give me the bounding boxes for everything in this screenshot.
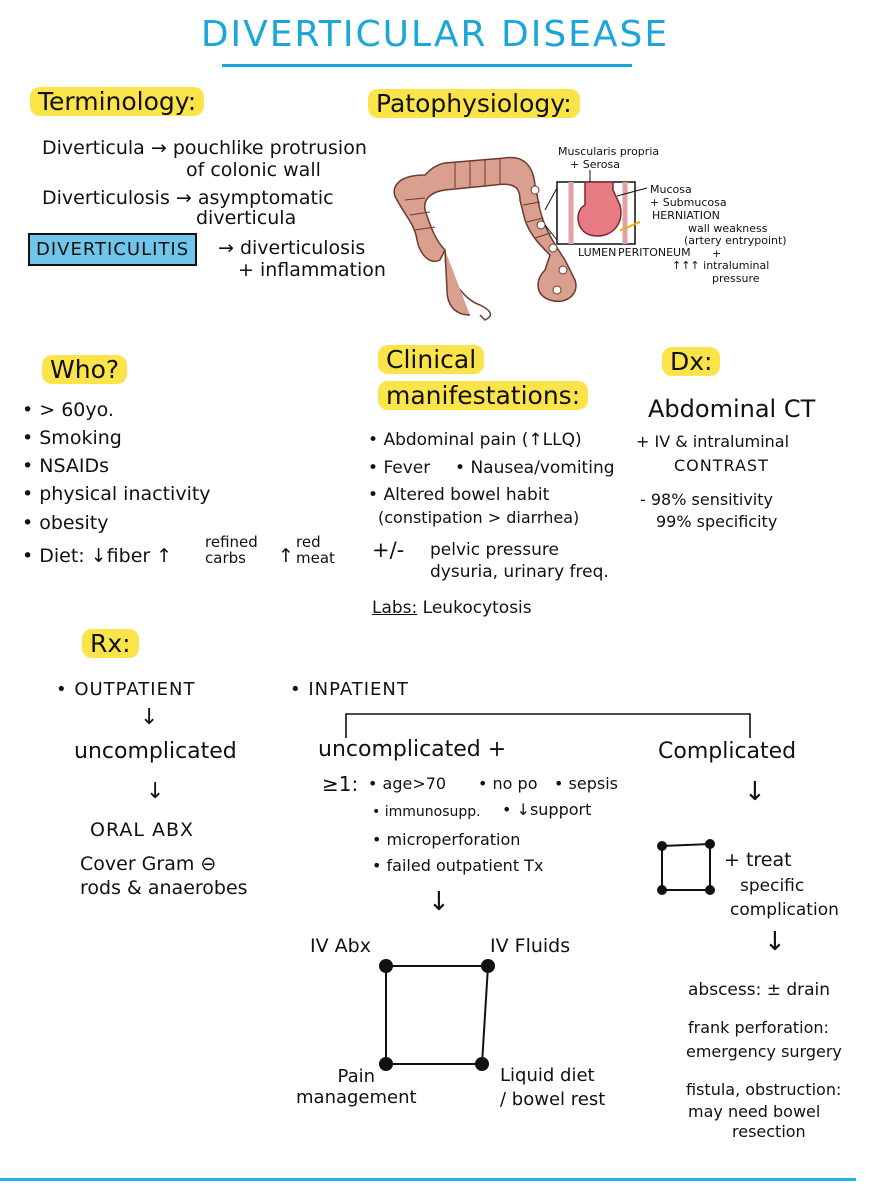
down-arrow-icon: ↓ xyxy=(428,887,450,917)
clinical-pm-line2: dysuria, urinary freq. xyxy=(430,562,609,582)
square-iv-abx: IV Abx xyxy=(310,935,371,957)
diverticula-dots xyxy=(530,185,568,295)
label-pressure: ↑↑↑ intraluminal xyxy=(672,259,770,272)
who-diet: Diet: ↓fiber ↑ xyxy=(22,544,172,568)
rx-heading: Rx: xyxy=(82,628,139,660)
term-diverticula-def2: of colonic wall xyxy=(186,159,321,181)
complicated-treat: + treat xyxy=(724,849,792,871)
label-herniation: HERNIATION xyxy=(652,209,720,222)
inpatient-criterion: sepsis xyxy=(554,772,618,796)
complicated-label: Complicated xyxy=(658,739,797,764)
label-lumen: LUMEN xyxy=(578,246,617,259)
clinical-item: Nausea/vomiting xyxy=(455,456,614,480)
management-square xyxy=(379,959,495,1071)
down-arrow-icon: ↓ xyxy=(140,705,159,730)
label-peritoneum: PERITONEUM xyxy=(618,246,691,259)
inpatient-criterion: age>70 xyxy=(368,772,447,796)
clinical-item: Abdominal pain (↑LLQ) xyxy=(368,428,581,452)
complicated-frank-1: frank perforation: xyxy=(688,1018,829,1037)
down-arrow-icon: ↓ xyxy=(764,927,786,957)
pathophysiology-heading: Patophysiology: xyxy=(368,88,580,120)
label-mucosa: Mucosa xyxy=(650,183,692,196)
outpatient-label: OUTPATIENT xyxy=(56,678,195,702)
who-item: obesity xyxy=(22,511,108,535)
dx-heading: Dx: xyxy=(662,346,721,378)
term-diverticulitis-def2: + inflammation xyxy=(238,259,386,281)
who-item: NSAIDs xyxy=(22,454,109,478)
inpatient-criterion: failed outpatient Tx xyxy=(372,854,544,878)
complicated-square xyxy=(657,839,715,895)
diverticulum-icon xyxy=(577,181,622,237)
down-arrow-icon: ↓ xyxy=(744,777,766,807)
outpatient-cover-2: rods & anaerobes xyxy=(80,877,248,899)
complicated-complication: complication xyxy=(730,900,839,920)
bottom-divider xyxy=(0,1178,856,1181)
square-pain-management: Pain management xyxy=(296,1066,417,1108)
outpatient-uncomplicated: uncomplicated xyxy=(74,739,237,764)
complicated-specific: specific xyxy=(740,876,805,896)
colon-illustration xyxy=(393,156,648,321)
term-diverticulosis: Diverticulosis → asymptomatic xyxy=(42,187,334,209)
term-diverticulitis-box: DIVERTICULITIS xyxy=(28,233,198,266)
who-heading: Who? xyxy=(42,354,128,386)
label-serosa: + Serosa xyxy=(570,158,620,171)
label-plus: + xyxy=(712,247,722,260)
inpatient-criterion: no po xyxy=(478,772,538,796)
colon-haustra xyxy=(404,159,552,239)
who-diet-refined: refined carbs xyxy=(205,533,258,567)
dx-contrast-1: + IV & intraluminal xyxy=(636,432,790,451)
who-item: physical inactivity xyxy=(22,482,210,506)
clinical-labs: Labs: Leukocytosis xyxy=(372,598,532,618)
label-pressure-2: pressure xyxy=(712,272,760,285)
title-underline xyxy=(222,64,632,67)
label-wall-weakness: wall weakness xyxy=(688,222,768,235)
complicated-frank-2: emergency surgery xyxy=(686,1042,842,1061)
who-diet-red-arrow: ↑ xyxy=(278,545,294,567)
clinical-heading-2: manifestations: xyxy=(378,380,589,412)
inpatient-criterion: immunosupp. xyxy=(372,800,481,824)
term-diverticulosis-def2: diverticula xyxy=(196,207,297,229)
complicated-fistula-3: resection xyxy=(732,1122,806,1141)
complicated-abscess: abscess: ± drain xyxy=(688,980,831,1000)
clinical-pm-line1: pelvic pressure xyxy=(430,540,559,560)
square-iv-fluids: IV Fluids xyxy=(490,935,571,957)
label-muscularis: Muscularis propria xyxy=(558,145,660,158)
inpatient-bracket xyxy=(345,713,751,738)
who-diet-red: red meat xyxy=(296,533,335,567)
clinical-heading-1: Clinical xyxy=(378,344,485,376)
dx-test: Abdominal CT xyxy=(648,395,816,423)
complicated-fistula-2: may need bowel xyxy=(688,1102,821,1121)
square-liquid-diet: Liquid diet / bowel rest xyxy=(500,1065,606,1110)
who-item: Smoking xyxy=(22,426,122,450)
down-arrow-icon: ↓ xyxy=(146,779,165,804)
dx-specificity: 99% specificity xyxy=(656,512,778,531)
inpatient-ge1: ≥1: xyxy=(322,772,359,796)
page-title: DIVERTICULAR DISEASE xyxy=(200,14,670,55)
who-item: > 60yo. xyxy=(22,398,114,422)
label-artery: (artery entrypoint) xyxy=(684,234,787,247)
clinical-item: Fever xyxy=(368,456,430,480)
label-submucosa: + Submucosa xyxy=(650,196,727,209)
outpatient-cover-1: Cover Gram ⊖ xyxy=(80,853,217,875)
arrow-icon xyxy=(619,221,641,231)
outpatient-therapy: ORAL ABX xyxy=(90,819,195,841)
clinical-item-sub: (constipation > diarrhea) xyxy=(378,508,580,527)
complicated-fistula-1: fistula, obstruction: xyxy=(686,1080,842,1099)
dx-contrast-2: CONTRAST xyxy=(674,456,769,475)
term-diverticula: Diverticula → pouchlike protrusion xyxy=(42,137,367,159)
inpatient-criterion: ↓support xyxy=(502,798,592,822)
term-diverticulitis-def: → diverticulosis xyxy=(218,237,366,259)
clinical-item: Altered bowel habit xyxy=(368,483,549,507)
inpatient-label: INPATIENT xyxy=(290,678,409,702)
clinical-plusminus: +/- xyxy=(372,538,405,562)
inpatient-uncomplicated: uncomplicated + xyxy=(318,737,507,762)
terminology-heading: Terminology: xyxy=(30,86,205,118)
inpatient-criterion: microperforation xyxy=(372,828,521,852)
dx-sensitivity: - 98% sensitivity xyxy=(640,490,773,509)
